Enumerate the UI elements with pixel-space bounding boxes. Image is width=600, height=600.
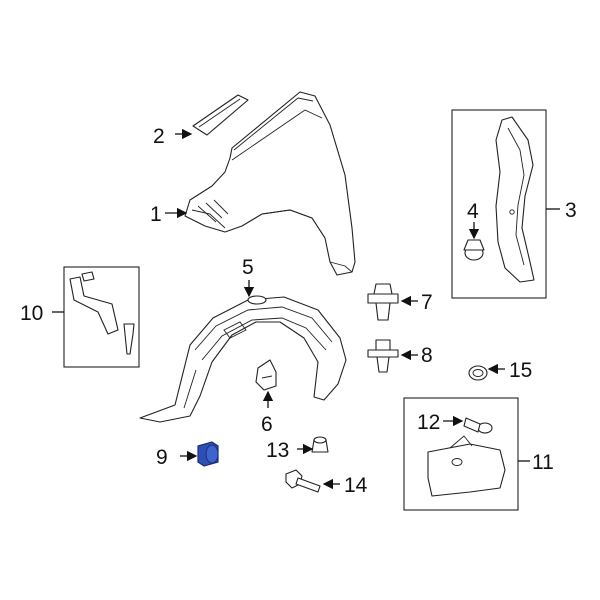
- callout-7: 7: [421, 291, 433, 314]
- callout-14: 14: [344, 474, 368, 497]
- part-14-bolt[interactable]: [285, 469, 321, 493]
- part-7-clip[interactable]: [367, 283, 399, 321]
- callout-15: 15: [509, 359, 532, 382]
- part-15-grommet[interactable]: [468, 365, 488, 381]
- part-8-clip[interactable]: [367, 339, 399, 373]
- callout-5: 5: [242, 256, 254, 279]
- part-11-box[interactable]: [403, 397, 519, 511]
- callout-11: 11: [532, 451, 554, 474]
- part-2-molding[interactable]: [192, 94, 249, 136]
- callout-9: 9: [156, 446, 168, 469]
- callout-3: 3: [565, 199, 577, 222]
- part-3-box[interactable]: [451, 109, 547, 299]
- part-4-clip[interactable]: [463, 239, 485, 261]
- part-10-box[interactable]: [63, 266, 140, 368]
- part-1-fender[interactable]: [184, 91, 356, 276]
- callout-13: 13: [266, 439, 289, 462]
- callout-1: 1: [150, 203, 162, 226]
- part-5-wheel-liner[interactable]: [139, 295, 347, 423]
- callout-12: 12: [417, 411, 440, 434]
- callout-2: 2: [153, 125, 165, 148]
- part-6-bracket[interactable]: [255, 359, 277, 391]
- part-9-nut[interactable]: [197, 441, 219, 467]
- callout-8: 8: [421, 344, 433, 367]
- part-13-grommet[interactable]: [311, 436, 329, 453]
- callout-10: 10: [20, 302, 43, 325]
- callout-4: 4: [467, 200, 479, 223]
- callout-6: 6: [261, 413, 273, 436]
- part-12-screw[interactable]: [463, 417, 493, 434]
